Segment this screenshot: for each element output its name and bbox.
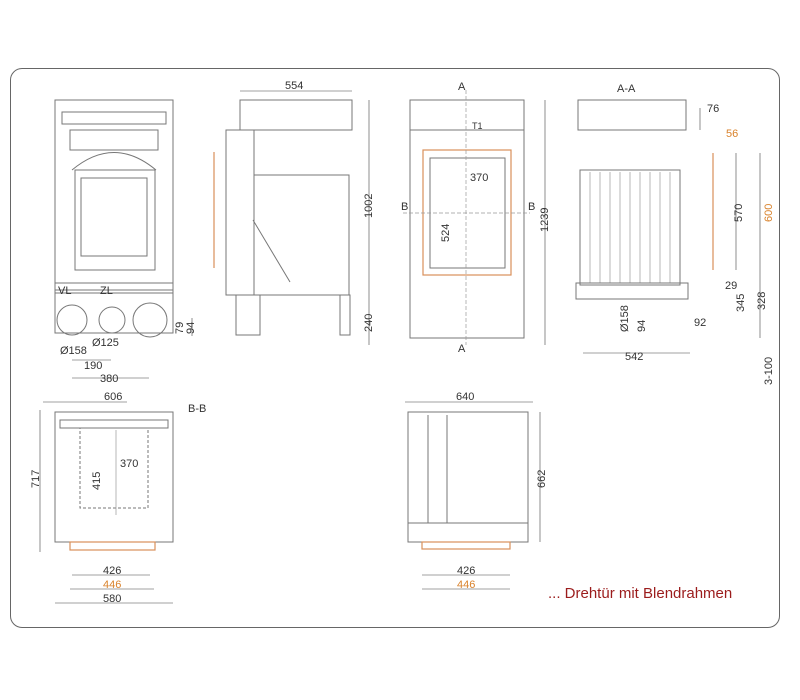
dim-1002: 1002 [363, 194, 375, 218]
dim-345: 345 [735, 294, 747, 312]
dim-d158: Ø158 [60, 345, 87, 357]
dim-d125: Ø125 [92, 337, 119, 349]
dim-d158-aa: Ø158 [619, 305, 631, 332]
dim-717: 717 [30, 470, 42, 488]
section-b-b: 606 B-B 717 415 370 426 446 580 [30, 391, 206, 605]
dim-426-top: 426 [457, 565, 475, 577]
dim-79: 79 [174, 322, 186, 334]
dim-524: 524 [440, 224, 452, 242]
dim-1239: 1239 [539, 208, 551, 232]
dim-554: 554 [285, 80, 303, 92]
legend-door-frame: ... Drehtür mit Blendrahmen [548, 585, 733, 602]
label-b-right: B [528, 201, 535, 213]
dim-580: 580 [103, 593, 121, 605]
label-a-bottom: A [458, 343, 466, 355]
dim-94: 94 [185, 322, 197, 334]
dim-56: 56 [726, 128, 738, 140]
dim-370-bb: 370 [120, 458, 138, 470]
dim-190: 190 [84, 360, 102, 372]
dim-606: 606 [104, 391, 122, 403]
label-vl: VL [58, 285, 71, 297]
dim-446-top: 446 [457, 579, 475, 591]
dim-600: 600 [763, 204, 775, 222]
dim-570: 570 [733, 204, 745, 222]
dim-542: 542 [625, 351, 643, 363]
dim-662: 662 [536, 470, 548, 488]
section-bb-title: B-B [188, 403, 206, 415]
dim-76: 76 [707, 103, 719, 115]
front-door-view: A A B B T1 370 524 1239 [401, 81, 551, 355]
dim-92: 92 [694, 317, 706, 329]
section-a-a: A-A 76 56 570 600 29 345 328 Ø158 94 92 … [575, 83, 775, 385]
front-view: VL ZL Ø158 Ø125 190 380 79 94 [54, 99, 197, 385]
dim-640: 640 [456, 391, 474, 403]
section-aa-title: A-A [617, 83, 636, 95]
dim-240: 240 [363, 314, 375, 332]
dim-446-bb: 446 [103, 579, 121, 591]
dim-29: 29 [725, 280, 737, 292]
drawing-frame [10, 68, 780, 628]
dim-94-aa: 94 [636, 320, 648, 332]
top-view: 640 662 426 446 [405, 391, 548, 591]
dim-380: 380 [100, 373, 118, 385]
dim-370: 370 [470, 172, 488, 184]
dim-328: 328 [756, 292, 768, 310]
label-a-top: A [458, 81, 466, 93]
dim-3-100: 3-100 [763, 357, 775, 385]
label-b-left: B [401, 201, 408, 213]
label-zl: ZL [100, 285, 113, 297]
dim-426-bb: 426 [103, 565, 121, 577]
side-view: 554 1002 240 [213, 80, 375, 345]
dim-415: 415 [91, 472, 103, 490]
label-t1: T1 [472, 121, 483, 131]
